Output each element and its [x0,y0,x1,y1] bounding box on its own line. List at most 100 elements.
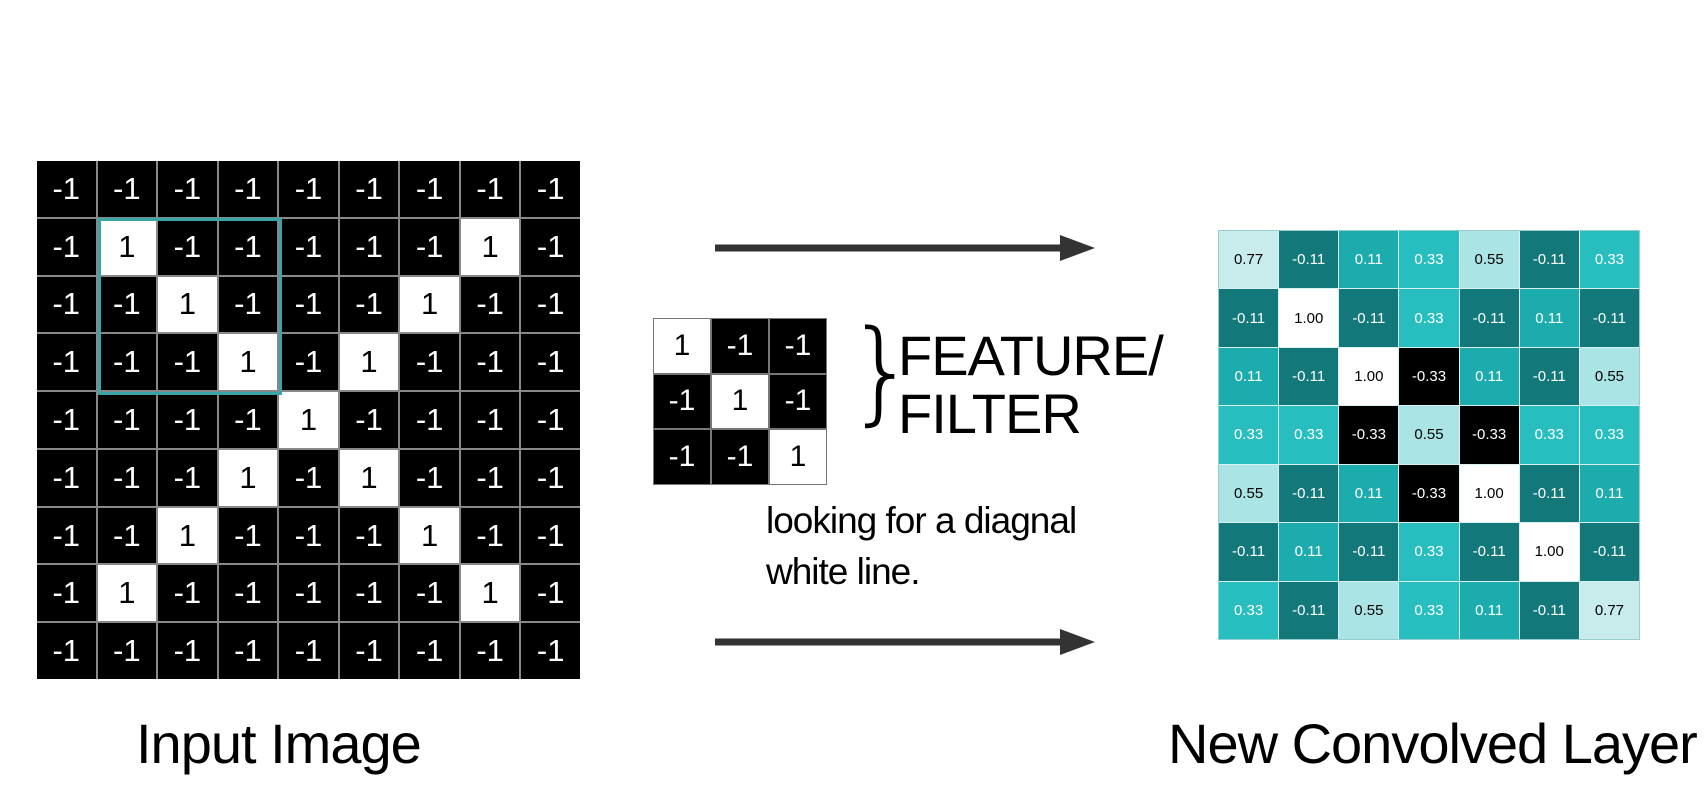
input-pixel-cell: -1 [97,334,157,391]
input-pixel-cell: -1 [279,334,338,391]
input-pixel-cell: -1 [339,161,399,217]
convolved-cell: -0.11 [1279,464,1339,523]
convolved-cell: -0.11 [1519,464,1579,523]
convolved-cell: 0.33 [1219,406,1279,464]
convolved-cell: 0.11 [1579,464,1639,523]
input-pixel-cell: 1 [460,218,520,275]
input-pixel-cell: 1 [400,507,459,564]
convolved-cell: -0.33 [1339,406,1399,464]
input-pixel-cell: -1 [521,276,580,333]
input-pixel-cell: -1 [97,276,157,333]
input-pixel-cell: -1 [521,449,580,506]
convolved-cell: 0.77 [1579,581,1639,639]
convolved-cell: -0.11 [1339,523,1399,581]
input-pixel-cell: -1 [37,276,96,333]
convolved-cell: -0.11 [1459,523,1519,581]
input-pixel-cell: -1 [37,334,96,391]
convolved-cell: -0.11 [1579,289,1639,347]
convolved-cell: -0.33 [1399,464,1459,523]
input-pixel-cell: -1 [400,623,459,679]
convolved-cell: 1.00 [1339,347,1399,406]
input-pixel-cell: -1 [460,334,520,391]
input-pixel-cell: -1 [460,392,520,448]
convolved-cell: 1.00 [1459,464,1519,523]
input-pixel-cell: -1 [37,161,96,217]
input-pixel-cell: -1 [400,565,459,622]
input-pixel-cell: -1 [521,334,580,391]
input-pixel-cell: -1 [218,623,278,679]
input-pixel-cell: -1 [279,161,338,217]
convolved-cell: -0.11 [1339,289,1399,347]
convolved-cell: -0.11 [1219,289,1279,347]
convolved-cell: 0.33 [1279,406,1339,464]
input-pixel-cell: 1 [218,449,278,506]
filter-pixel-cell: -1 [712,319,768,373]
input-pixel-cell: -1 [158,449,217,506]
convolved-cell: -0.11 [1279,231,1339,289]
filter-pixel-cell: -1 [712,430,768,484]
input-pixel-cell: -1 [97,507,157,564]
input-pixel-cell: -1 [521,565,580,622]
feature-label-line1: FEATURE/ [898,324,1164,387]
input-pixel-cell: -1 [521,623,580,679]
input-pixel-cell: -1 [279,623,338,679]
input-pixel-cell: 1 [158,507,217,564]
input-pixel-cell: -1 [460,161,520,217]
convolved-cell: -0.11 [1219,523,1279,581]
input-pixel-cell: -1 [279,449,338,506]
convolved-cell: 0.11 [1339,464,1399,523]
filter-pixel-cell: 1 [654,319,710,373]
input-pixel-cell: -1 [400,334,459,391]
convolved-cell: 0.55 [1579,347,1639,406]
input-pixel-cell: -1 [158,161,217,217]
input-pixel-cell: -1 [218,161,278,217]
convolved-cell: 0.33 [1399,231,1459,289]
input-pixel-cell: -1 [339,507,399,564]
convolved-cell: 0.33 [1579,406,1639,464]
input-pixel-cell: -1 [521,218,580,275]
input-pixel-cell: -1 [521,507,580,564]
input-pixel-cell: 1 [339,334,399,391]
input-pixel-cell: -1 [460,276,520,333]
convolved-cell: 0.55 [1219,464,1279,523]
feature-label-line2: FILTER [898,382,1082,445]
input-pixel-cell: -1 [279,218,338,275]
convolved-layer-title: New Convolved Layer [1168,712,1698,775]
input-pixel-cell: -1 [339,392,399,448]
input-pixel-cell: 1 [279,392,338,448]
convolved-cell: -0.11 [1279,581,1339,639]
input-pixel-cell: -1 [37,449,96,506]
convolved-cell: 0.33 [1399,523,1459,581]
input-pixel-cell: -1 [339,565,399,622]
input-pixel-cell: -1 [460,449,520,506]
input-pixel-cell: -1 [97,449,157,506]
convolved-cell: -0.11 [1519,581,1579,639]
input-pixel-cell: -1 [339,276,399,333]
input-image-title: Input Image [136,712,422,775]
brace-icon: } [846,307,918,437]
input-pixel-cell: -1 [218,218,278,275]
input-pixel-cell: -1 [218,276,278,333]
input-pixel-cell: -1 [339,218,399,275]
convolved-cell: 0.77 [1219,231,1279,289]
convolved-cell: -0.33 [1459,406,1519,464]
arrow-top [715,235,1095,261]
input-pixel-cell: -1 [400,392,459,448]
input-pixel-cell: -1 [521,392,580,448]
convolved-cell: 0.33 [1219,581,1279,639]
input-pixel-cell: -1 [97,623,157,679]
input-pixel-cell: -1 [400,218,459,275]
input-pixel-cell: -1 [97,161,157,217]
input-pixel-cell: -1 [460,507,520,564]
convolved-cell: 0.33 [1519,406,1579,464]
input-pixel-cell: -1 [37,507,96,564]
input-pixel-cell: -1 [460,623,520,679]
filter-note-line2: white line. [766,551,921,592]
input-pixel-cell: 1 [97,565,157,622]
input-pixel-cell: -1 [37,565,96,622]
convolved-cell: 0.11 [1459,347,1519,406]
convolved-cell: 0.55 [1459,231,1519,289]
input-pixel-cell: -1 [218,565,278,622]
